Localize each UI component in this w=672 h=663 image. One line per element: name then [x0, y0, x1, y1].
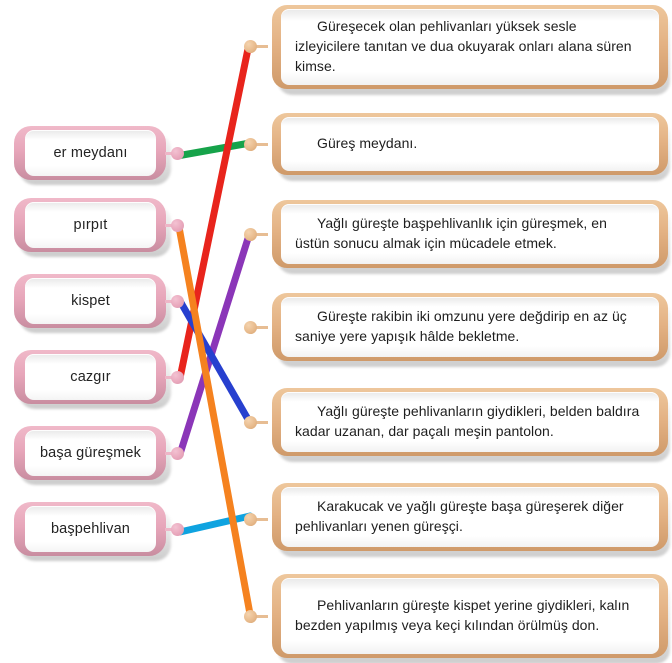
definition-text: Güreş meydanı.	[317, 135, 418, 152]
term-card-inner: başa güreşmek	[25, 430, 156, 476]
term-card-inner: kispet	[25, 278, 156, 324]
term-connector-dot-pirpit[interactable]	[171, 219, 184, 232]
definition-card-def-kispet[interactable]: Yağlı güreşte pehlivanların giydikleri, …	[272, 388, 670, 462]
definition-card-inner: Güreş meydanı.	[281, 117, 659, 171]
line-pirpit[interactable]	[175, 223, 254, 618]
definition-connector-dot-def-tus[interactable]	[244, 321, 257, 334]
definition-text: Yağlı güreşte başpehlivanlık için güreşm…	[295, 215, 607, 251]
term-card-kispet[interactable]: kispet	[14, 274, 171, 333]
definition-connector-dot-def-cazgir[interactable]	[244, 40, 257, 53]
definition-connector-dot-def-er-meydani[interactable]	[244, 138, 257, 151]
definition-card-inner: Yağlı güreşte pehlivanların giydikleri, …	[281, 392, 659, 452]
definition-card-def-er-meydani[interactable]: Güreş meydanı.	[272, 113, 670, 181]
definition-connector-stub-def-cazgir	[254, 45, 268, 48]
term-card-cazgir[interactable]: cazgır	[14, 350, 171, 409]
term-card-inner: pırpıt	[25, 202, 156, 248]
line-kispet[interactable]	[176, 297, 253, 425]
term-card-basa-guresmek[interactable]: başa güreşmek	[14, 426, 171, 485]
line-baspehlivan[interactable]	[176, 512, 254, 536]
definition-text: Pehlivanların güreşte kispet yerine giyd…	[295, 597, 630, 633]
term-connector-dot-cazgir[interactable]	[171, 371, 184, 384]
term-label: başa güreşmek	[39, 444, 142, 461]
definition-connector-stub-def-tus	[254, 326, 268, 329]
definition-card-inner: Güreşecek olan pehlivanları yüksek sesle…	[281, 9, 659, 85]
definition-connector-stub-def-er-meydani	[254, 143, 268, 146]
term-label: başpehlivan	[50, 520, 131, 537]
definition-connector-dot-def-baspehlivan[interactable]	[244, 513, 257, 526]
definition-text: Güreşecek olan pehlivanları yüksek sesle…	[295, 18, 632, 74]
definition-card-def-basa-guresmek[interactable]: Yağlı güreşte başpehlivanlık için güreşm…	[272, 200, 670, 274]
definition-connector-dot-def-pirpit[interactable]	[244, 610, 257, 623]
definition-card-def-cazgir[interactable]: Güreşecek olan pehlivanları yüksek sesle…	[272, 5, 670, 95]
term-card-inner: cazgır	[25, 354, 156, 400]
line-er-meydani[interactable]	[173, 139, 254, 160]
definition-card-inner: Yağlı güreşte başpehlivanlık için güreşm…	[281, 204, 659, 264]
definition-card-inner: Karakucak ve yağlı güreşte başa güreşere…	[281, 487, 659, 547]
term-connector-dot-er-meydani[interactable]	[171, 147, 184, 160]
term-connector-dot-basa-guresmek[interactable]	[171, 447, 184, 460]
term-card-baspehlivan[interactable]: başpehlivan	[14, 502, 171, 561]
definition-card-def-tus[interactable]: Güreşte rakibin iki omzunu yere değdirip…	[272, 293, 670, 367]
term-connector-dot-baspehlivan[interactable]	[171, 523, 184, 536]
term-card-pirpit[interactable]: pırpıt	[14, 198, 171, 257]
definition-connector-dot-def-basa-guresmek[interactable]	[244, 228, 257, 241]
definition-card-def-baspehlivan[interactable]: Karakucak ve yağlı güreşte başa güreşere…	[272, 483, 670, 557]
definition-connector-stub-def-pirpit	[254, 615, 268, 618]
term-card-inner: er meydanı	[25, 130, 156, 176]
term-connector-dot-kispet[interactable]	[171, 295, 184, 308]
definition-card-def-pirpit[interactable]: Pehlivanların güreşte kispet yerine giyd…	[272, 574, 670, 663]
definition-connector-stub-def-kispet	[254, 421, 268, 424]
term-label: pırpıt	[73, 216, 108, 233]
definition-text: Güreşte rakibin iki omzunu yere değdirip…	[295, 308, 627, 344]
term-label: er meydanı	[53, 144, 128, 161]
definition-text: Karakucak ve yağlı güreşte başa güreşere…	[295, 498, 624, 534]
definition-card-inner: Pehlivanların güreşte kispet yerine giyd…	[281, 578, 659, 654]
term-card-er-meydani[interactable]: er meydanı	[14, 126, 171, 185]
term-card-inner: başpehlivan	[25, 506, 156, 552]
line-basa-guresmek[interactable]	[176, 228, 254, 458]
definition-connector-stub-def-baspehlivan	[254, 518, 268, 521]
definition-connector-stub-def-basa-guresmek	[254, 233, 268, 236]
line-cazgir[interactable]	[176, 40, 253, 382]
term-label: cazgır	[70, 368, 111, 385]
definition-connector-dot-def-kispet[interactable]	[244, 416, 257, 429]
term-label: kispet	[71, 292, 110, 309]
definition-text: Yağlı güreşte pehlivanların giydikleri, …	[295, 403, 640, 439]
definition-card-inner: Güreşte rakibin iki omzunu yere değdirip…	[281, 297, 659, 357]
